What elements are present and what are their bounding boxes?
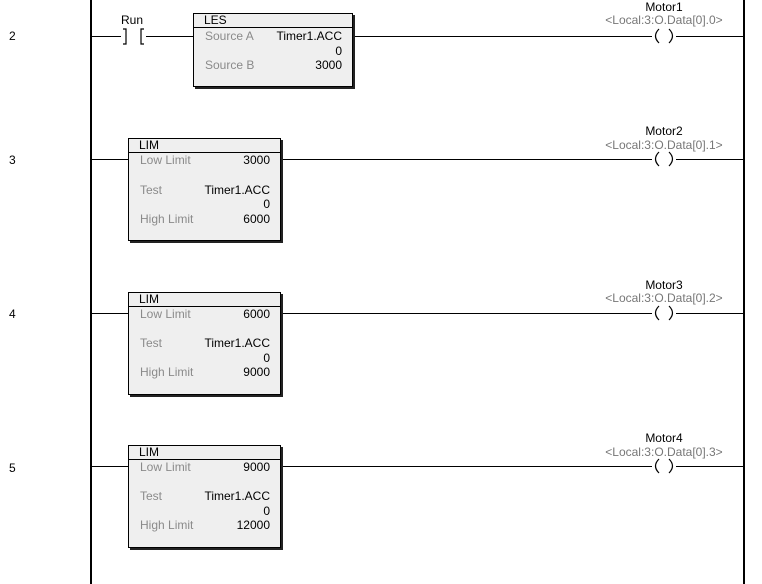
operand-label: High Limit xyxy=(140,518,194,532)
operand-value[interactable]: 9000 xyxy=(243,365,270,379)
rung-wire xyxy=(676,313,743,314)
les-instruction-block[interactable]: LES Source A Timer1.ACC 0 Source B 3000 xyxy=(193,13,353,87)
operand-label: Low Limit xyxy=(140,307,191,321)
operand-value[interactable]: 3000 xyxy=(243,153,270,167)
contact-icon[interactable] xyxy=(120,28,148,46)
instruction-header: LIM xyxy=(129,138,280,153)
coil-tag-name: Motor3 xyxy=(645,278,683,292)
coil-tag-name: Motor4 xyxy=(645,431,683,445)
coil-address: <Local:3:O.Data[0].3> xyxy=(605,445,723,459)
instruction-type: LIM xyxy=(139,292,160,306)
instruction-header: LIM xyxy=(129,445,280,460)
operand-live-value: 0 xyxy=(263,351,270,365)
output-coil-icon[interactable] xyxy=(650,304,678,322)
coil-tag-name: Motor1 xyxy=(645,0,683,14)
coil-address: <Local:3:O.Data[0].1> xyxy=(605,138,723,152)
rung-wire xyxy=(91,36,121,37)
operand-value[interactable]: Timer1.ACC xyxy=(276,29,342,43)
operand-label: Source A xyxy=(205,29,254,43)
rung-wire xyxy=(280,159,652,160)
coil-address: <Local:3:O.Data[0].0> xyxy=(605,13,723,27)
operand-value[interactable]: 12000 xyxy=(236,518,270,532)
coil-tag-name: Motor2 xyxy=(645,124,683,138)
operand-value[interactable]: 6000 xyxy=(243,307,270,321)
instruction-header: LIM xyxy=(129,292,280,307)
operand-value[interactable]: Timer1.ACC xyxy=(204,489,270,503)
instruction-type: LES xyxy=(204,13,227,27)
rung-wire xyxy=(91,466,129,467)
output-coil-icon[interactable] xyxy=(650,150,678,168)
instruction-type: LIM xyxy=(139,445,160,459)
rung-wire xyxy=(676,466,743,467)
instruction-header: LES xyxy=(194,13,352,28)
operand-live-value: 0 xyxy=(263,197,270,211)
lim-instruction-block[interactable]: LIM Low Limit 9000 Test Timer1.ACC 0 Hig… xyxy=(128,445,281,548)
output-coil-icon[interactable] xyxy=(650,27,678,45)
rung-wire xyxy=(676,36,743,37)
rung-wire xyxy=(352,36,652,37)
lim-instruction-block[interactable]: LIM Low Limit 6000 Test Timer1.ACC 0 Hig… xyxy=(128,292,281,395)
coil-address: <Local:3:O.Data[0].2> xyxy=(605,291,723,305)
operand-label: Low Limit xyxy=(140,460,191,474)
rung-wire xyxy=(676,159,743,160)
rung-number: 5 xyxy=(9,461,16,475)
rung-wire xyxy=(91,159,129,160)
operand-label: Source B xyxy=(205,58,255,72)
rung-wire xyxy=(91,313,129,314)
operand-value[interactable]: 9000 xyxy=(243,460,270,474)
operand-label: High Limit xyxy=(140,365,194,379)
rung-number: 3 xyxy=(9,153,16,167)
rung-number: 4 xyxy=(9,307,16,321)
operand-value[interactable]: Timer1.ACC xyxy=(204,336,270,350)
left-power-rail xyxy=(90,0,92,584)
contact-label: Run xyxy=(121,13,144,27)
output-coil-icon[interactable] xyxy=(650,457,678,475)
operand-value[interactable]: 3000 xyxy=(315,58,342,72)
operand-label: Test xyxy=(140,183,163,197)
operand-live-value: 0 xyxy=(335,44,342,58)
operand-label: Test xyxy=(140,336,163,350)
lim-instruction-block[interactable]: LIM Low Limit 3000 Test Timer1.ACC 0 Hig… xyxy=(128,138,281,241)
instruction-type: LIM xyxy=(139,138,160,152)
rung-number: 2 xyxy=(9,29,16,43)
operand-label: Low Limit xyxy=(140,153,191,167)
operand-live-value: 0 xyxy=(263,504,270,518)
right-power-rail xyxy=(743,0,745,584)
rung-wire xyxy=(280,466,652,467)
operand-value[interactable]: Timer1.ACC xyxy=(204,183,270,197)
rung-wire xyxy=(280,313,652,314)
operand-value[interactable]: 6000 xyxy=(243,212,270,226)
operand-label: High Limit xyxy=(140,212,194,226)
rung-wire xyxy=(146,36,194,37)
operand-label: Test xyxy=(140,489,163,503)
